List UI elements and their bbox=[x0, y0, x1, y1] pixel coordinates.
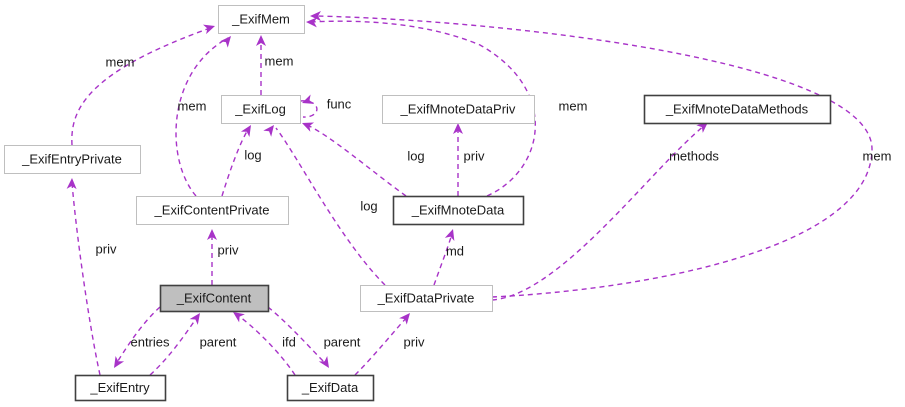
edge-label-ifd: ifd bbox=[282, 334, 296, 349]
edge-exiflog-to-exifmem bbox=[256, 35, 266, 95]
edge-arrowhead bbox=[318, 356, 329, 368]
edge-label-priv: priv bbox=[96, 241, 117, 256]
node-box[interactable] bbox=[360, 285, 493, 312]
edge-arrowhead bbox=[256, 35, 266, 46]
node-box[interactable] bbox=[136, 196, 289, 225]
edge-line bbox=[304, 123, 407, 197]
edge-line bbox=[491, 124, 706, 301]
node-box[interactable] bbox=[4, 145, 141, 174]
edge-arrowhead bbox=[306, 17, 318, 28]
edge-arrowhead bbox=[233, 312, 245, 323]
edge-label-priv: priv bbox=[464, 148, 485, 163]
edge-label-log: log bbox=[244, 147, 261, 162]
edge-arrowhead bbox=[263, 125, 274, 137]
node-box[interactable] bbox=[392, 195, 525, 226]
edge-label-priv: priv bbox=[218, 242, 239, 257]
node-exifmem[interactable]: _ExifMem bbox=[218, 5, 305, 34]
node-box[interactable] bbox=[643, 94, 832, 125]
edge-arrowhead bbox=[220, 36, 231, 48]
edge-label-func: func bbox=[327, 96, 352, 111]
edge-label-mem: mem bbox=[559, 98, 588, 113]
edge-arrowhead bbox=[202, 24, 215, 35]
edge-label-log: log bbox=[407, 148, 424, 163]
edge-line bbox=[433, 233, 453, 286]
edge-arrowhead bbox=[310, 11, 321, 21]
edge-label-mem: mem bbox=[106, 54, 135, 69]
edge-label-parent: parent bbox=[324, 334, 361, 349]
edge-arrowhead bbox=[302, 122, 315, 132]
edge-line bbox=[175, 37, 229, 197]
edge-line bbox=[71, 182, 101, 376]
node-exifcontent[interactable]: _ExifContent bbox=[159, 284, 270, 313]
edge-line bbox=[71, 26, 214, 146]
node-box[interactable] bbox=[286, 374, 375, 402]
edge-arrowhead bbox=[114, 356, 125, 368]
edge-line bbox=[235, 313, 296, 376]
node-exifdata[interactable]: _ExifData bbox=[286, 374, 375, 402]
edge-arrowhead bbox=[444, 229, 455, 242]
edge-exifentryprivate-to-exifmem bbox=[71, 24, 215, 146]
edge-exifdataprivate-to-exifmnotedata bbox=[433, 229, 455, 286]
edge-line bbox=[221, 127, 250, 197]
edges-layer bbox=[66, 11, 873, 376]
node-exifmnotedata[interactable]: _ExifMnoteData bbox=[392, 195, 525, 226]
edge-labels-layer: mem mem mem func log log log priv mem methods mem p… bbox=[96, 53, 892, 349]
node-exiflog[interactable]: _ExifLog bbox=[221, 95, 301, 124]
edge-arrowhead bbox=[302, 94, 315, 104]
edge-exifcontentprivate-to-exiflog bbox=[221, 125, 251, 197]
node-exifentry[interactable]: _ExifEntry bbox=[74, 374, 167, 402]
edge-label-md: md bbox=[446, 243, 464, 258]
node-box[interactable] bbox=[382, 95, 535, 124]
edge-exifentry-to-exifcontent bbox=[149, 313, 200, 376]
node-exifmnotedatamethods[interactable]: _ExifMnoteDataMethods bbox=[643, 94, 832, 125]
edge-exifcontent-to-exifdata bbox=[267, 306, 329, 368]
edge-exifentry-to-exifentryprivate bbox=[66, 178, 101, 376]
edge-exifdataprivate-to-exifmnotedatamethods bbox=[491, 122, 708, 301]
node-box[interactable] bbox=[74, 374, 167, 402]
edge-exifmnotedata-to-exifmem bbox=[306, 17, 536, 197]
edge-exifcontent-to-exifentry bbox=[114, 306, 161, 368]
edge-label-log: log bbox=[360, 198, 377, 213]
edge-exifcontent-to-exifcontentprivate bbox=[207, 229, 217, 285]
edge-label-methods: methods bbox=[669, 148, 719, 163]
edge-arrowhead bbox=[207, 229, 217, 240]
edge-exiflog-to-exiflog bbox=[299, 94, 318, 118]
edge-exifmnotedata-to-exifmnotedatapriv bbox=[453, 123, 463, 196]
edge-line bbox=[275, 127, 386, 286]
edge-exifdata-to-exifcontent bbox=[233, 312, 296, 376]
edge-line bbox=[115, 306, 161, 365]
edge-label-priv: priv bbox=[404, 334, 425, 349]
node-exifdataprivate[interactable]: _ExifDataPrivate bbox=[360, 285, 493, 312]
edge-line bbox=[354, 315, 409, 376]
edge-exifmnotedata-to-exiflog bbox=[302, 122, 407, 197]
edge-label-mem: mem bbox=[178, 98, 207, 113]
edge-arrowhead bbox=[189, 313, 200, 325]
edge-line bbox=[267, 306, 327, 365]
edge-exifcontentprivate-to-exifmem bbox=[175, 36, 231, 197]
node-box[interactable] bbox=[218, 5, 305, 34]
node-box[interactable] bbox=[221, 95, 301, 124]
node-exifentryprivate[interactable]: _ExifEntryPrivate bbox=[4, 145, 141, 174]
edge-exifdataprivate-to-exifmem bbox=[310, 11, 873, 298]
edge-label-entries: entries bbox=[130, 334, 170, 349]
edge-line bbox=[314, 15, 873, 298]
edge-arrowhead bbox=[453, 123, 463, 134]
edge-line bbox=[309, 20, 536, 197]
edge-exifdata-to-exifdataprivate bbox=[354, 313, 410, 376]
node-exifmnotedatapriv[interactable]: _ExifMnoteDataPriv bbox=[382, 95, 535, 124]
node-exifcontentprivate[interactable]: _ExifContentPrivate bbox=[136, 196, 289, 225]
edge-arrowhead bbox=[696, 122, 708, 133]
edge-label-mem: mem bbox=[863, 148, 892, 163]
edge-label-parent: parent bbox=[200, 334, 237, 349]
edge-arrowhead bbox=[240, 125, 251, 137]
edge-exifdataprivate-to-exiflog bbox=[263, 125, 386, 286]
edge-label-mem: mem bbox=[265, 53, 294, 68]
node-box[interactable] bbox=[159, 284, 270, 313]
edge-arrowhead bbox=[66, 178, 77, 190]
edge-arrowhead bbox=[399, 313, 410, 325]
